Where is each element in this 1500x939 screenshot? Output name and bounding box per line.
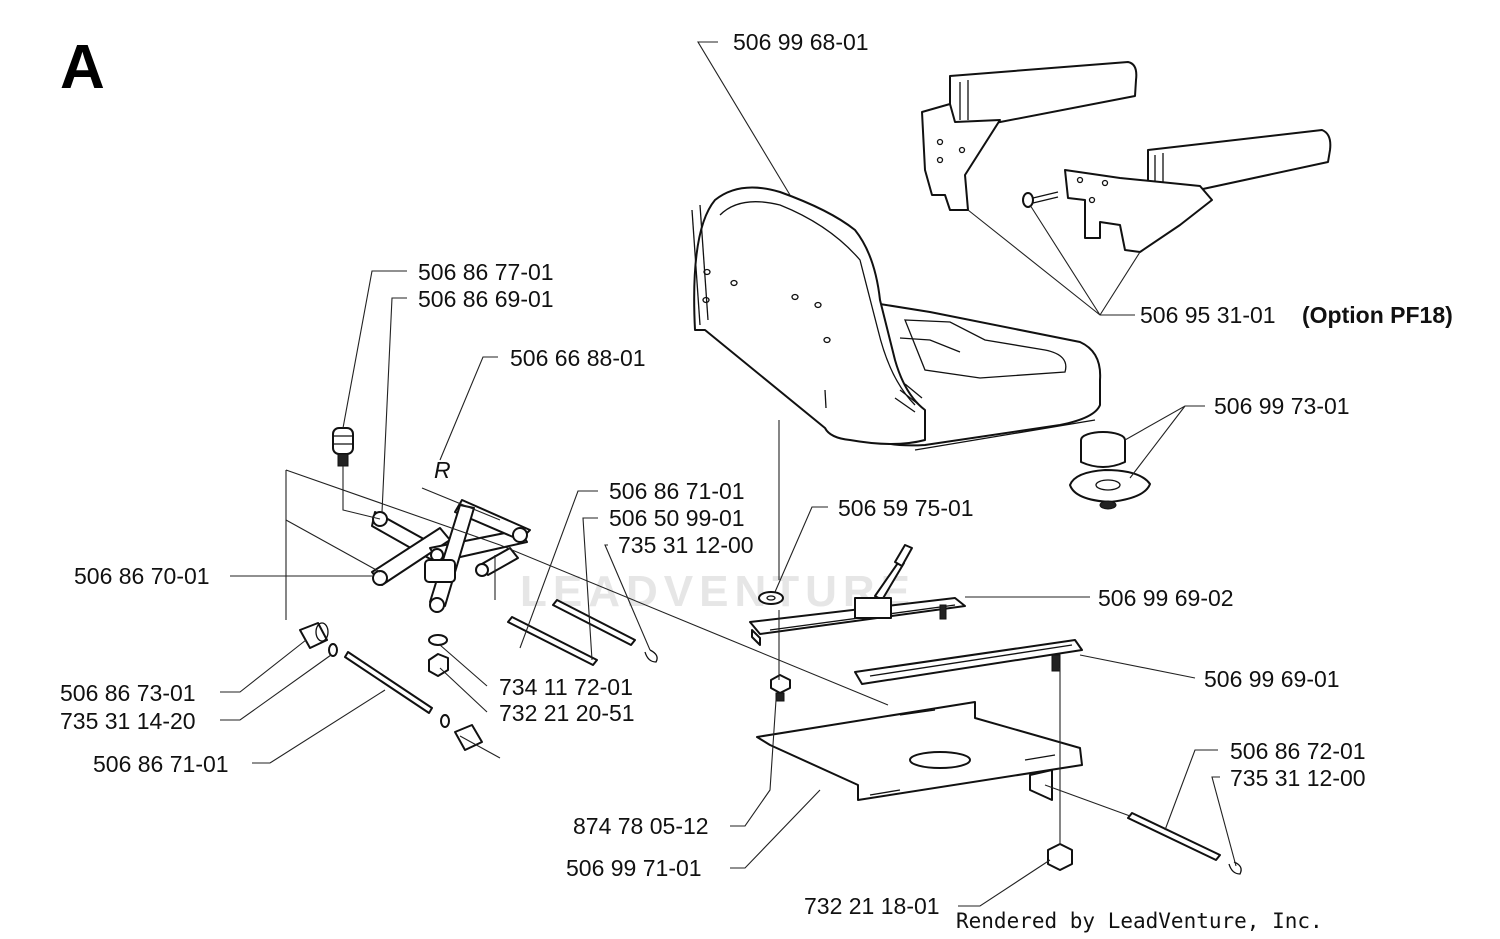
- linkage-assembly-drawing: R: [332, 427, 531, 677]
- part-label-506-86-71-01-b: 506 86 71-01: [93, 751, 229, 777]
- leader-lines: [220, 41, 1237, 907]
- part-label-506-86-70-01: 506 86 70-01: [74, 563, 210, 589]
- part-label-506-50-99-01: 506 50 99-01: [609, 505, 745, 531]
- part-label-506-59-75-01: 506 59 75-01: [838, 495, 974, 521]
- part-label-735-31-12-00-b: 735 31 12-00: [1230, 765, 1366, 791]
- part-label-506-86-72-01: 506 86 72-01: [1230, 738, 1366, 764]
- part-label-735-31-12-00-a: 735 31 12-00: [618, 532, 754, 558]
- left-shaft-parts-drawing: [299, 599, 658, 751]
- hand-mark-r: R: [434, 457, 451, 483]
- render-credit: Rendered by LeadVenture, Inc.: [956, 909, 1323, 933]
- slide-rail-upper-drawing: [749, 544, 966, 646]
- part-labels: 506 99 68-01 506 95 31-01 (Option PF18) …: [60, 29, 1453, 919]
- seat-isolator-drawing: [1069, 431, 1151, 510]
- seat-drawing: [691, 186, 1102, 451]
- part-label-734-11-72-01: 734 11 72-01: [499, 674, 633, 700]
- watermark-text: LEADVENTURE: [520, 567, 916, 616]
- part-label-506-95-31-01: 506 95 31-01: [1140, 302, 1276, 328]
- part-label-506-86-69-01: 506 86 69-01: [418, 286, 554, 312]
- part-label-506-86-77-01: 506 86 77-01: [418, 259, 554, 285]
- part-label-506-86-71-01-a: 506 86 71-01: [609, 478, 745, 504]
- part-label-506-99-71-01: 506 99 71-01: [566, 855, 702, 881]
- part-label-732-21-20-51: 732 21 20-51: [499, 700, 635, 726]
- armrest-left-drawing: [921, 61, 1138, 211]
- part-label-735-31-14-20: 735 31 14-20: [60, 708, 196, 734]
- part-label-506-86-73-01: 506 86 73-01: [60, 680, 196, 706]
- armrest-right-drawing: [1022, 129, 1332, 253]
- slide-rail-lower-drawing: [854, 639, 1083, 685]
- base-plate-drawing: [756, 674, 1242, 875]
- part-label-506-99-73-01: 506 99 73-01: [1214, 393, 1350, 419]
- part-label-874-78-05-12: 874 78 05-12: [573, 813, 709, 839]
- part-label-506-99-69-01: 506 99 69-01: [1204, 666, 1340, 692]
- assembly-center-lines: [285, 420, 1131, 845]
- part-label-506-66-88-01: 506 66 88-01: [510, 345, 646, 371]
- part-label-506-99-69-02: 506 99 69-02: [1098, 585, 1234, 611]
- part-label-732-21-18-01: 732 21 18-01: [804, 893, 940, 919]
- part-label-option-note: (Option PF18): [1302, 302, 1453, 328]
- section-letter: A: [60, 33, 105, 102]
- part-label-506-99-68-01: 506 99 68-01: [733, 29, 869, 55]
